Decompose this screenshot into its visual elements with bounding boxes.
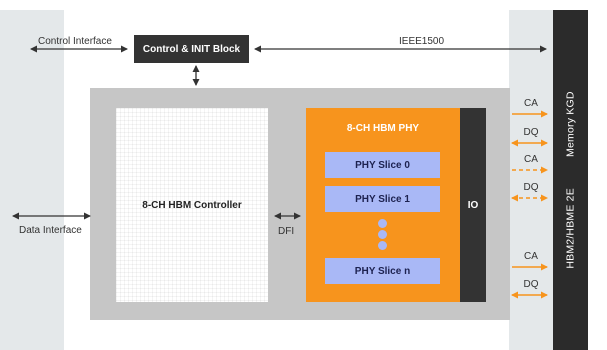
control-init-label: Control & INIT Block <box>142 43 241 55</box>
hbm-controller-block: 8-CH HBM Controller <box>116 108 268 302</box>
phy-slice-1: PHY Slice 1 <box>325 186 440 212</box>
io-label: IO <box>467 199 479 211</box>
data-interface-label: Data Interface <box>19 225 82 236</box>
signal-ca-label: CA <box>524 98 538 109</box>
hbm-phy-title: 8-CH HBM PHY <box>346 123 420 134</box>
signal-dq-label: DQ <box>523 279 539 290</box>
signal-dq-label: DQ <box>523 182 539 193</box>
ellipsis-dot <box>378 230 387 239</box>
dfi-label: DFI <box>278 226 295 237</box>
memory-kgd-bar <box>553 10 588 350</box>
ellipsis-dot <box>378 219 387 228</box>
signal-dq-label: DQ <box>523 127 539 138</box>
io-block: IO <box>460 108 486 302</box>
left-panel <box>0 10 64 350</box>
ieee1500-label: IEEE1500 <box>399 36 445 47</box>
control-interface-label: Control Interface <box>38 36 112 47</box>
signal-ca-label: CA <box>524 251 538 262</box>
phy-slice-n: PHY Slice n <box>325 258 440 284</box>
ellipsis-dot <box>378 241 387 250</box>
hbm-controller-label: 8-CH HBM Controller <box>142 199 242 211</box>
phy-slice-0: PHY Slice 0 <box>325 152 440 178</box>
control-init-block: Control & INIT Block <box>134 35 249 63</box>
signal-ca-label: CA <box>524 154 538 165</box>
